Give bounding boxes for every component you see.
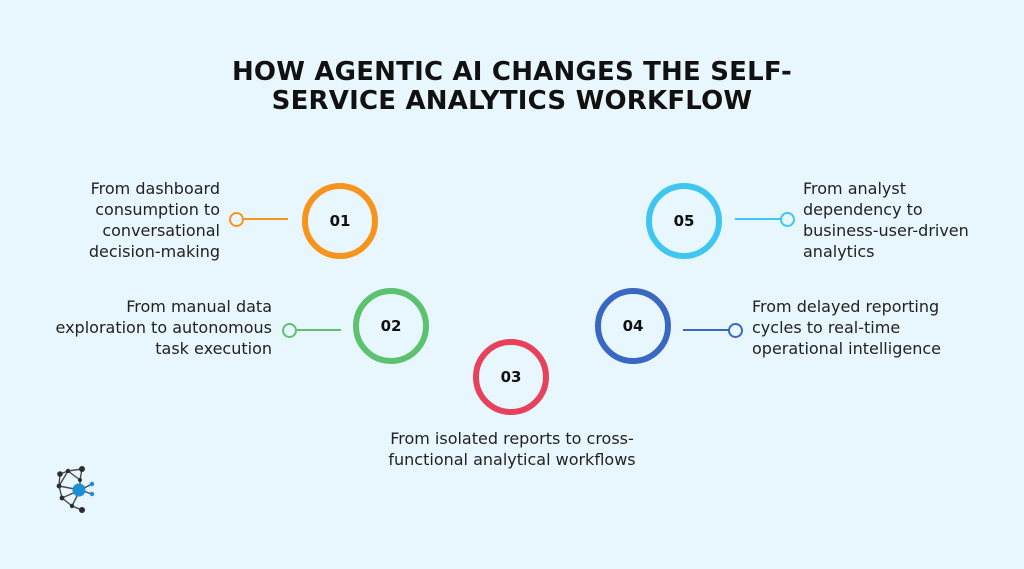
step-01-ring: 01 [302,183,378,259]
step-02-connector [282,323,342,338]
step-04-description: From delayed reporting cycles to real-ti… [752,297,941,358]
step-05-number: 05 [673,212,695,230]
step-02-connector-dot [282,323,297,338]
step-03-description: From isolated reports to cross- function… [388,429,636,469]
step-04-ring: 04 [595,288,671,364]
step-05-connector-dot [780,212,795,227]
step-04-number: 04 [622,317,644,335]
step-03-number: 03 [500,368,522,386]
step-01-connector-dot [229,212,244,227]
step-02-ring: 02 [353,288,429,364]
step-01-description: From dashboard consumption to conversati… [88,179,220,261]
step-02-number: 02 [380,317,402,335]
step-05-description: From analyst dependency to business-user… [803,179,969,261]
step-03-ring: 03 [473,339,549,415]
step-05-connector [735,212,795,227]
step-02-description: From manual data exploration to autonomo… [55,297,272,358]
page-title: HOW AGENTIC AI CHANGES THE SELF- SERVICE… [112,58,912,116]
step-01-connector-line [244,218,288,220]
page-title-line-1: HOW AGENTIC AI CHANGES THE SELF- [231,57,793,87]
step-01-number: 01 [329,212,351,230]
page-title-line-2: SERVICE ANALYTICS WORKFLOW [271,86,753,116]
step-04-connector-line [683,329,729,331]
step-01-connector [229,212,289,227]
step-05-ring: 05 [646,183,722,259]
network-brain-logo-icon [52,464,104,516]
step-05-connector-line [735,218,781,220]
step-04-connector [683,323,743,338]
step-02-connector-line [297,329,341,331]
step-04-connector-dot [728,323,743,338]
